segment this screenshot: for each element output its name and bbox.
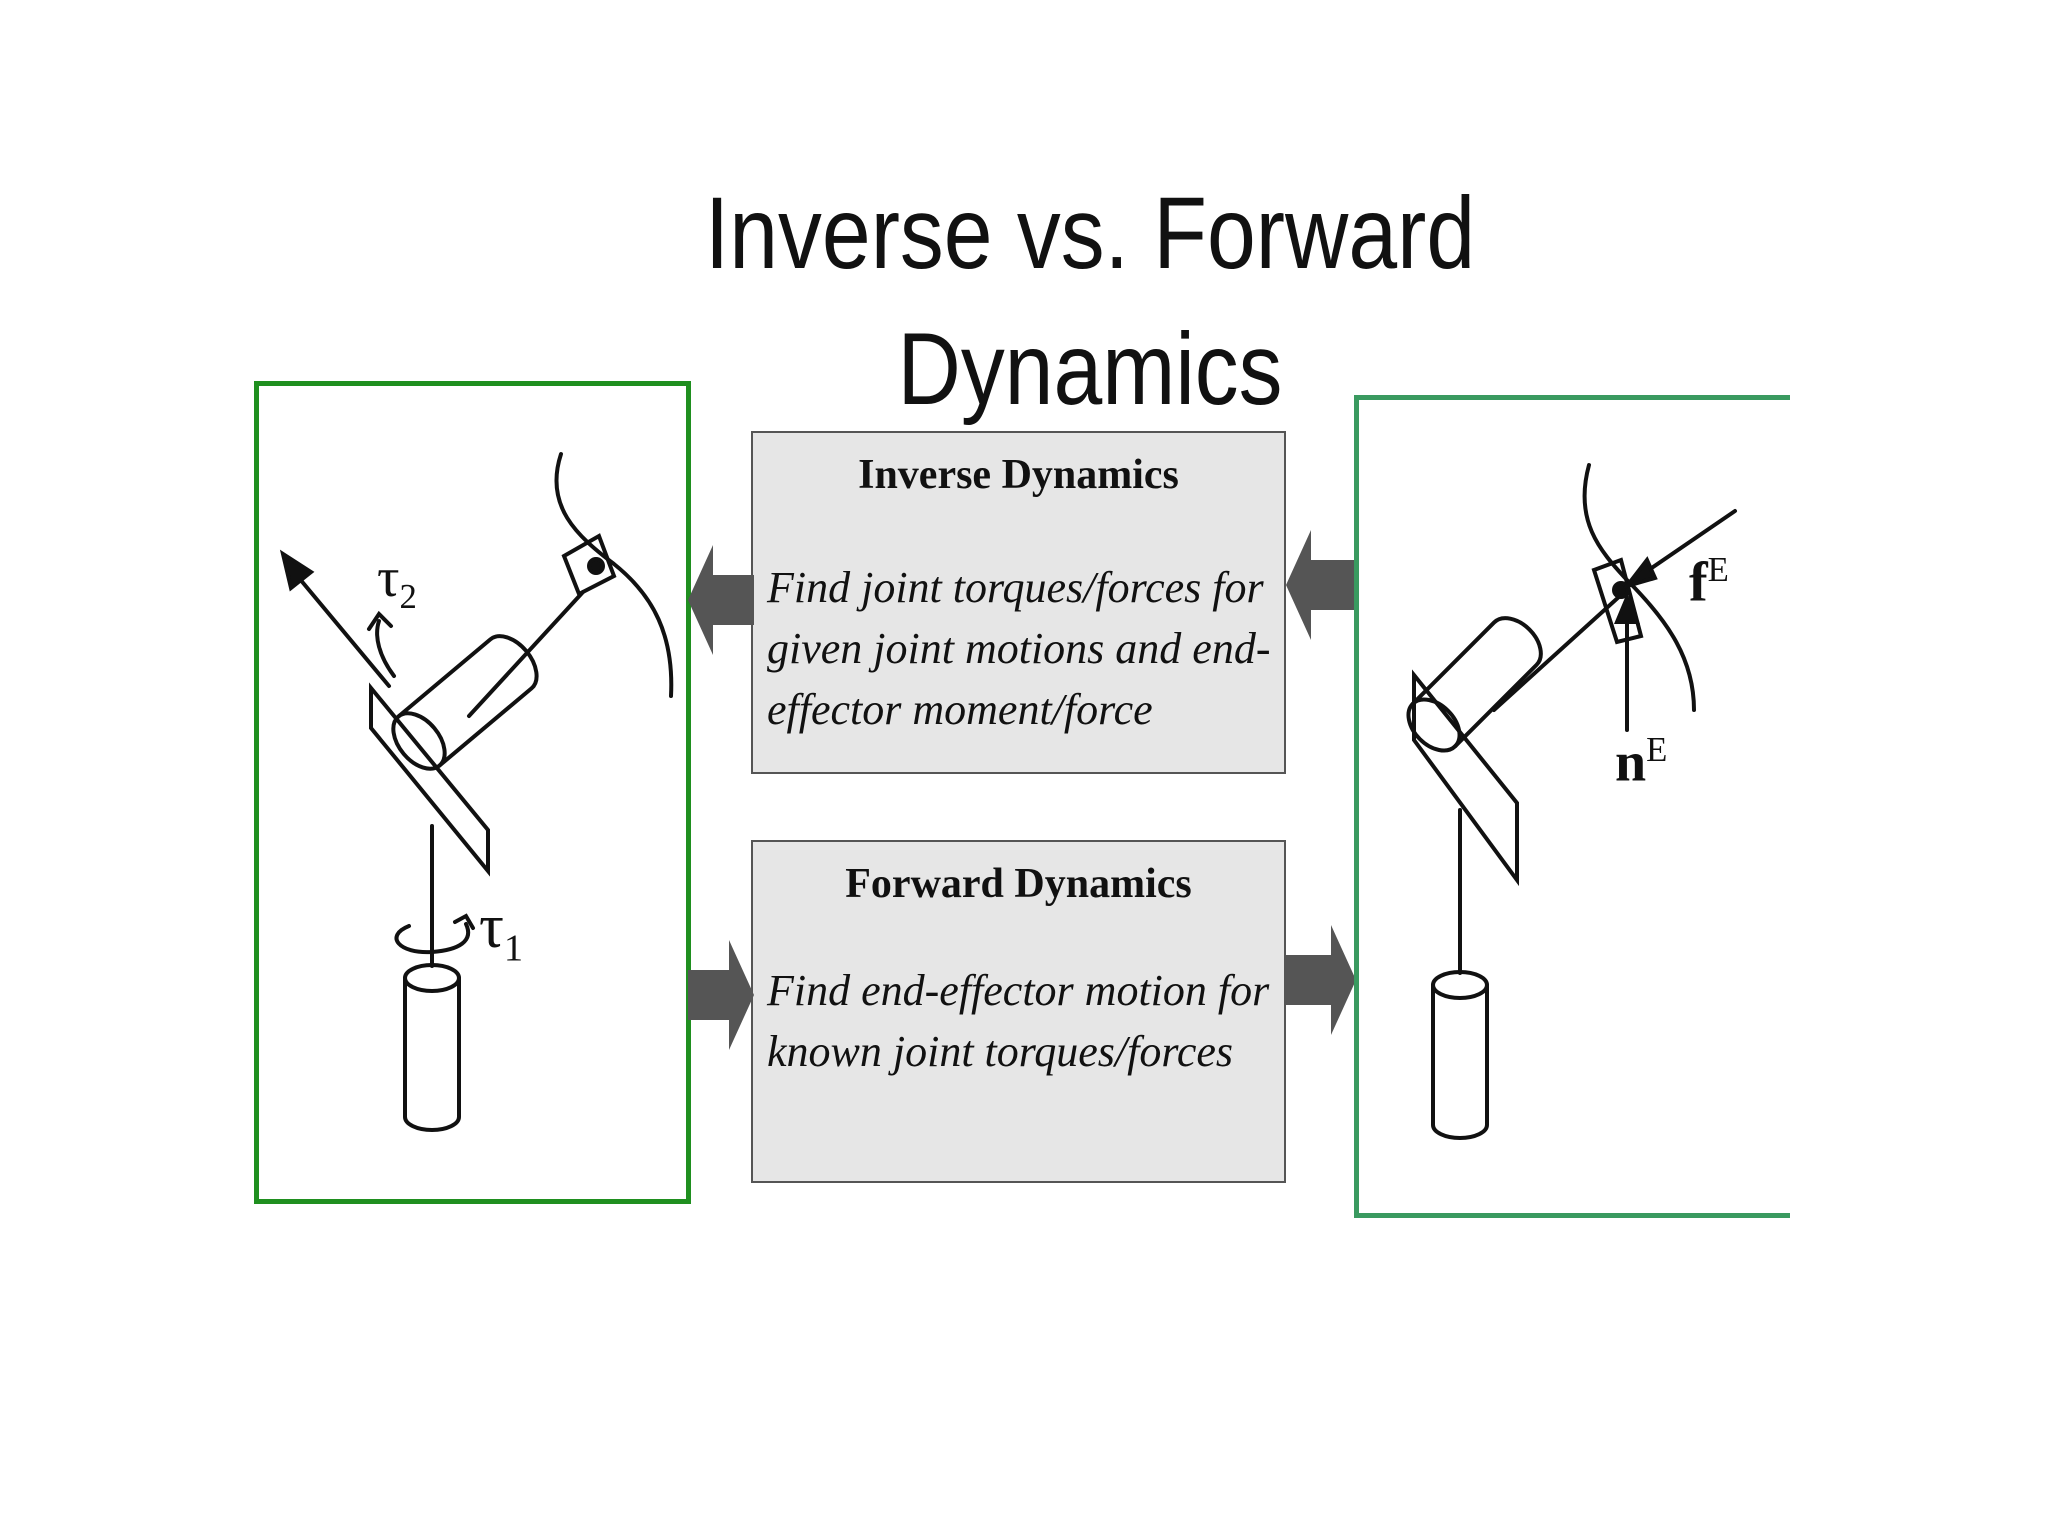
inverse-line-1: Find joint torques/forces for <box>767 563 1264 612</box>
inverse-dynamics-heading: Inverse Dynamics <box>858 452 1179 498</box>
tau2-axis-arrow <box>287 564 391 688</box>
slide-title: Inverse vs. Forward Dynamics <box>694 165 1485 437</box>
tau2-rotation-head <box>367 610 393 631</box>
tau1-label: τ1 <box>479 893 524 970</box>
shoulder-cylinder <box>1406 616 1543 753</box>
forward-input-arrow-right <box>688 940 754 1050</box>
tau1-arrow-curve <box>394 922 470 955</box>
shoulder-plate <box>1412 669 1519 887</box>
inverse-line-3: effector moment/force <box>767 685 1153 734</box>
force-arrowhead <box>1621 556 1658 590</box>
forward-line-1: Find end-effector motion for <box>767 966 1270 1015</box>
end-effector-panel: fE nE <box>1354 395 1790 1218</box>
upper-link <box>467 590 585 718</box>
upper-link <box>1492 593 1623 712</box>
inverse-dynamics-description: Find joint torques/forces for given join… <box>767 557 1274 740</box>
forward-dynamics-heading: Forward Dynamics <box>845 861 1192 907</box>
title-line-1: Inverse vs. Forward <box>704 176 1476 290</box>
forward-output-arrow-right <box>1286 925 1356 1035</box>
joint-torques-panel: τ2 τ1 <box>254 381 691 1204</box>
tau2-label: τ2 <box>377 547 417 617</box>
shoulder-cylinder <box>391 634 539 771</box>
base-cylinder <box>1431 970 1489 1140</box>
trajectory-curve <box>1582 463 1696 712</box>
base-cylinder <box>403 963 461 1132</box>
end-effector-point <box>587 557 605 575</box>
tau2-rotation-curve <box>375 619 396 678</box>
inverse-output-arrow-left <box>688 545 754 655</box>
shoulder-plate <box>369 682 490 877</box>
force-arrow-line <box>1635 509 1737 580</box>
force-label: fE <box>1689 550 1729 614</box>
inverse-line-2: given joint motions and end- <box>767 624 1271 673</box>
inverse-dynamics-box: Inverse Dynamics Find joint torques/forc… <box>751 431 1286 774</box>
forward-line-2: known joint torques/forces <box>767 1027 1234 1076</box>
tau1-arrowhead <box>453 913 475 930</box>
moment-arrowhead <box>1614 592 1640 624</box>
inverse-input-arrow-left <box>1286 530 1356 640</box>
title-line-2: Dynamics <box>897 312 1283 426</box>
tau2-arrowhead <box>279 549 315 592</box>
moment-label: nE <box>1615 730 1668 794</box>
robot-arm-torques-drawing <box>279 452 674 1132</box>
forward-dynamics-box: Forward Dynamics Find end-effector motio… <box>751 840 1286 1183</box>
forward-dynamics-description: Find end-effector motion for known joint… <box>767 960 1274 1082</box>
trajectory-curve <box>554 452 674 698</box>
robot-arm-end-effector-drawing <box>1406 463 1737 1140</box>
